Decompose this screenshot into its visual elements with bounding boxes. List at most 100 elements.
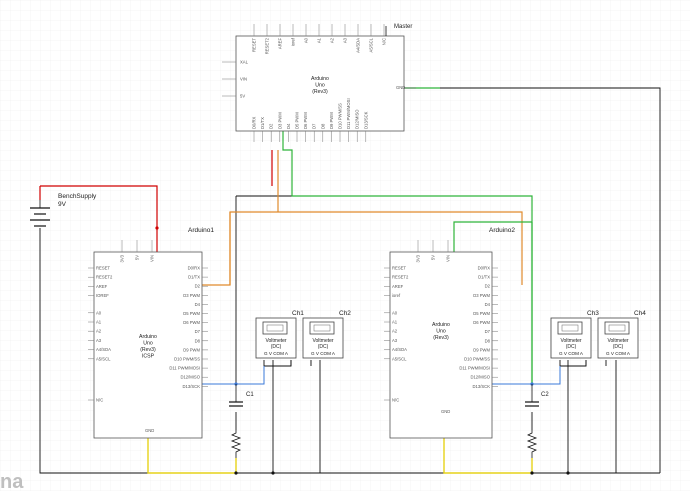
wire-blue-ch1[interactable] [236, 366, 265, 385]
voltmeter-ch3[interactable]: Voltmeter(DC)G V COM A Ch3 [550, 310, 599, 359]
voltmeter-screen [561, 324, 579, 332]
a2-right-pin-label: D7 [485, 329, 491, 334]
voltmeter-label: Voltmeter [312, 338, 333, 344]
master-top-pin-label: RESET2 [265, 37, 270, 54]
capacitor-c2[interactable]: C2 [525, 384, 549, 407]
voltmeter-label: (DC) [566, 344, 577, 350]
master-bottom-pin-label: D9 PWM [329, 112, 334, 129]
a2-top-pin-label: 3V3 [416, 254, 421, 262]
a2-right-pin-label: D11 PWM/MOSI [459, 366, 490, 371]
voltmeter-pin-labels: G V COM A [606, 351, 631, 356]
a1-right-pin-label: D6 PWM [183, 320, 200, 325]
a2-left-pin-label: AREF [392, 284, 404, 289]
arduino2-name: Arduino2 [489, 227, 515, 234]
board-title-line: (Rev3) [140, 347, 156, 353]
master-top-pin-label: RESET [252, 38, 257, 52]
a2-right-pin-label: D4 [485, 302, 491, 307]
bench-voltage: 9V [58, 201, 67, 208]
voltmeter-pin-labels: G V COM A [559, 351, 584, 356]
arduino1-gnd-label: GND [145, 428, 154, 433]
master-tag: Master [394, 24, 412, 30]
a2-right-pin-label: D13/SCK [473, 384, 491, 389]
board-title-line: (Rev3) [433, 335, 449, 341]
voltmeter-label: (DC) [271, 344, 282, 350]
voltmeter-label: (DC) [318, 344, 329, 350]
a2-left-pin-label: N/C [392, 398, 399, 403]
wire-yellow-gnd1[interactable] [147, 438, 237, 474]
voltmeter-channel: Ch3 [587, 310, 599, 317]
voltmeter-pin-labels: G V COM A [264, 351, 289, 356]
a2-top-pin-label: VIN [446, 255, 451, 262]
voltmeter-pin-labels: G V COM A [311, 351, 336, 356]
junctions [155, 226, 570, 475]
a2-left-pin-label: RESET [392, 266, 406, 271]
c2-label: C2 [541, 392, 549, 398]
board-title-line: (Rev3) [312, 89, 328, 95]
arduino1-body [93, 251, 203, 439]
a2-right-pin-label: D2 [485, 284, 491, 289]
arduino2-body [389, 251, 493, 439]
master-top-pin-label: A3 [343, 37, 348, 43]
master-bottom-pin-label: D7 [312, 123, 317, 129]
a1-left-pin-label: A3 [96, 338, 102, 343]
voltmeter-screen [266, 324, 284, 332]
wire-vin-red[interactable] [40, 185, 158, 252]
master-bottom-pin-label: D6 PWM [303, 112, 308, 129]
junction-dot [271, 471, 275, 475]
wire-blue-ch3[interactable] [532, 366, 561, 385]
capacitor-c1[interactable]: C1 [229, 384, 254, 407]
a1-left-pin-label: IOREF [96, 293, 109, 298]
a1-left-pin-label: A4/SDA [96, 347, 111, 352]
a1-left-pin-label: A0 [96, 310, 102, 315]
bench-supply[interactable]: BenchSupply 9V [30, 193, 97, 227]
master-bottom-pin-label: D2 [269, 123, 274, 129]
wire-ch3-v-tie[interactable] [559, 360, 587, 367]
a1-left-pin-label: A2 [96, 329, 102, 334]
master-left-pin-label: XAL [240, 60, 249, 65]
a1-top-pin-label: 3V3 [120, 254, 125, 262]
master-top-pin-label: AREF [278, 38, 283, 50]
a2-left-pin-label: RESET2 [392, 275, 409, 280]
resistor-r2[interactable] [526, 430, 538, 458]
voltmeter-label: Voltmeter [560, 338, 581, 344]
master-top-pin-label: A0 [304, 37, 309, 43]
a2-right-pin-label: D3 PWM [473, 293, 490, 298]
board-title-line: Uno [143, 341, 153, 347]
wire-master-gnd[interactable] [404, 87, 661, 473]
c1-label: C1 [246, 392, 254, 398]
a2-right-pin-label: D6 PWM [473, 320, 490, 325]
wire-green-vin2[interactable] [453, 221, 532, 252]
a1-right-pin-label: D13/SCK [183, 384, 201, 389]
board-title-line: Uno [315, 83, 325, 89]
resistor-r1[interactable] [230, 430, 242, 458]
a1-right-pin-label: D3 PWM [183, 293, 200, 298]
a2-left-pin-label: A2 [392, 329, 398, 334]
a1-right-pin-label: D0/RX [188, 266, 201, 271]
a2-left-pin-label: A0 [392, 310, 398, 315]
a1-left-pin-label: A1 [96, 320, 102, 325]
a1-right-pin-label: D4 [195, 302, 201, 307]
watermark: na [0, 471, 24, 491]
a2-right-pin-label: D10 PWM/SS [464, 357, 490, 362]
wire-yellow-gnd2[interactable] [443, 438, 533, 474]
a1-right-pin-label: D1/TX [188, 275, 200, 280]
a1-left-pin-label: RESET2 [96, 275, 113, 280]
master-top-pin-label: A2 [330, 37, 335, 43]
wire-ch1-v-tie[interactable] [263, 360, 292, 367]
a2-right-pin-label: D5 PWM [473, 311, 490, 316]
a2-right-pin-label: D9 PWM [473, 347, 490, 352]
master-bottom-pin-label: D10 PWM/SS [338, 103, 343, 129]
